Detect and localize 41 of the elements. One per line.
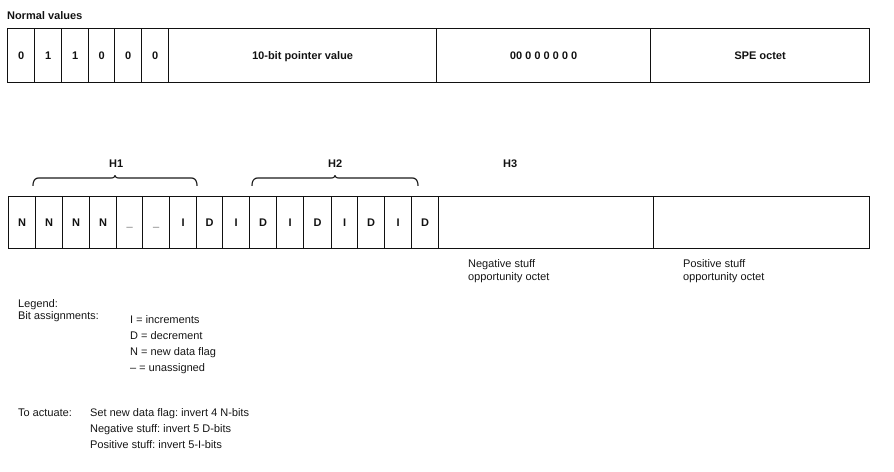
note-label: Bit assignments: xyxy=(18,310,99,323)
note-label: To actuate: xyxy=(18,407,72,420)
bit-definition: D = decrement xyxy=(130,330,202,343)
bit-symbol: I xyxy=(384,196,412,249)
byte-label: H1 xyxy=(109,158,124,171)
bit-symbol: _ xyxy=(116,196,143,249)
field-label: 00 0 0 0 0 0 0 xyxy=(436,28,651,83)
bit-symbol: D xyxy=(411,196,439,249)
bit-symbol: D xyxy=(249,196,277,249)
bit-symbol: D xyxy=(357,196,385,249)
byte-label: H3 xyxy=(503,158,518,171)
bit-symbol: N xyxy=(8,196,36,249)
bit-symbol: I xyxy=(331,196,358,249)
note-text: Negative stuff: invert 5 D-bits xyxy=(90,423,232,436)
bit-value: 1 xyxy=(61,28,89,83)
field-label: SPE octet xyxy=(650,28,870,83)
bit-symbol: N xyxy=(89,196,117,249)
bit-symbol: I xyxy=(276,196,304,249)
bit-value: 1 xyxy=(34,28,62,83)
note-text: Set new data flag: invert 4 N-bits xyxy=(90,407,249,420)
bit-symbol: I xyxy=(169,196,197,249)
section-heading: Normal values xyxy=(7,10,82,23)
bit-definition: I = increments xyxy=(130,314,200,327)
octet-caption: Negative stuff opportunity octet xyxy=(468,258,550,284)
bit-value: 0 xyxy=(141,28,169,83)
bit-symbol: N xyxy=(62,196,90,249)
field-label: 10-bit pointer value xyxy=(168,28,437,83)
bit-symbol: N xyxy=(35,196,63,249)
octet-caption: Positive stuff opportunity octet xyxy=(683,258,766,284)
note-heading: Legend: xyxy=(18,298,58,311)
note-text: Positive stuff: invert 5-I-bits xyxy=(90,439,222,452)
byte-label: H2 xyxy=(328,158,342,171)
bit-symbol: I xyxy=(222,196,250,249)
bit-symbol: _ xyxy=(142,196,170,249)
bit-definition: N = new data flag xyxy=(130,346,216,359)
bit-value: 0 xyxy=(114,28,142,83)
bit-symbol: D xyxy=(196,196,223,249)
bit-symbol: D xyxy=(303,196,332,249)
bit-value: 0 xyxy=(7,28,35,83)
bit-definition: – = unassigned xyxy=(130,362,205,375)
bit-value: 0 xyxy=(88,28,115,83)
